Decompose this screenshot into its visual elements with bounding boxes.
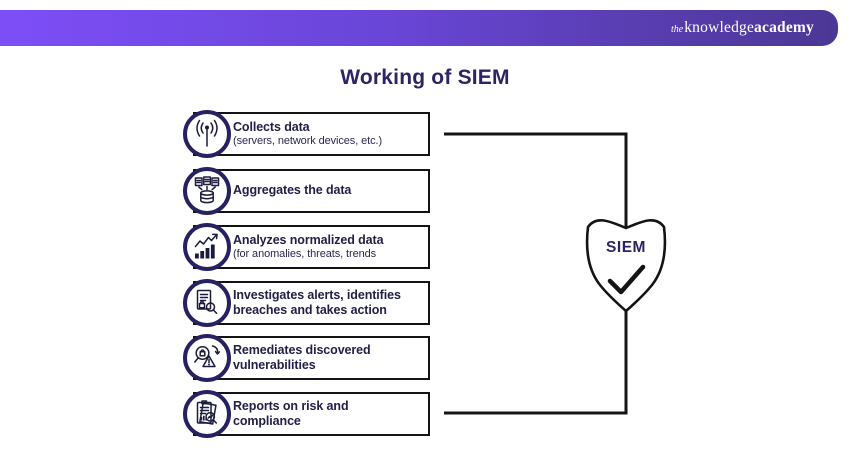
step-row-investigates-alerts: Investigates alerts, identifies breaches… — [183, 279, 483, 327]
logo-academy: academy — [754, 19, 814, 36]
step-subtitle: vulnerabilities — [233, 358, 316, 372]
step-subtitle: breaches and takes action — [233, 303, 387, 317]
logo-knowledge: knowledge — [684, 19, 755, 36]
step-box: Analyzes normalized data (for anomalies,… — [193, 225, 430, 269]
step-box: Remediates discovered vulnerabilities — [193, 336, 430, 380]
step-row-analyzes-data: Analyzes normalized data (for anomalies,… — [183, 223, 483, 271]
investigate-alerts-icon — [183, 279, 231, 327]
step-title: Collects data — [233, 119, 310, 134]
analytics-chart-icon — [183, 223, 231, 271]
step-title: Aggregates the data — [233, 183, 352, 198]
step-title: Investigates alerts, identifies — [233, 287, 401, 302]
step-row-collects-data: Collects data (servers, network devices,… — [183, 110, 483, 158]
step-row-aggregates-data: Aggregates the data — [183, 167, 483, 215]
knowledge-academy-logo: theknowledgeacademy — [671, 20, 814, 36]
step-row-remediates-vulnerabilities: Remediates discovered vulnerabilities — [183, 334, 483, 382]
data-aggregation-icon — [183, 167, 231, 215]
logo-the: the — [671, 24, 684, 35]
vulnerability-scan-icon — [183, 334, 231, 382]
step-box: Investigates alerts, identifies breaches… — [193, 281, 430, 325]
page-title: Working of SIEM — [340, 66, 510, 89]
step-title: Remediates discovered — [233, 342, 371, 357]
step-box: Aggregates the data — [193, 169, 430, 213]
antenna-icon — [183, 110, 231, 158]
checkmark-icon — [607, 264, 646, 295]
risk-report-icon — [183, 390, 231, 438]
step-subtitle: (for anomalies, threats, trends — [233, 247, 377, 260]
step-box: Collects data (servers, network devices,… — [193, 112, 430, 156]
step-title: Reports on risk and — [233, 398, 349, 413]
shield-label: SIEM — [606, 239, 646, 256]
step-subtitle: compliance — [233, 414, 301, 428]
step-title: Analyzes normalized data — [233, 232, 384, 247]
siem-shield — [585, 218, 667, 313]
step-subtitle: (servers, network devices, etc.) — [233, 134, 383, 147]
step-row-reports-risk: Reports on risk and compliance — [183, 390, 483, 438]
header-bar: theknowledgeacademy — [0, 10, 838, 46]
step-box: Reports on risk and compliance — [193, 392, 430, 436]
